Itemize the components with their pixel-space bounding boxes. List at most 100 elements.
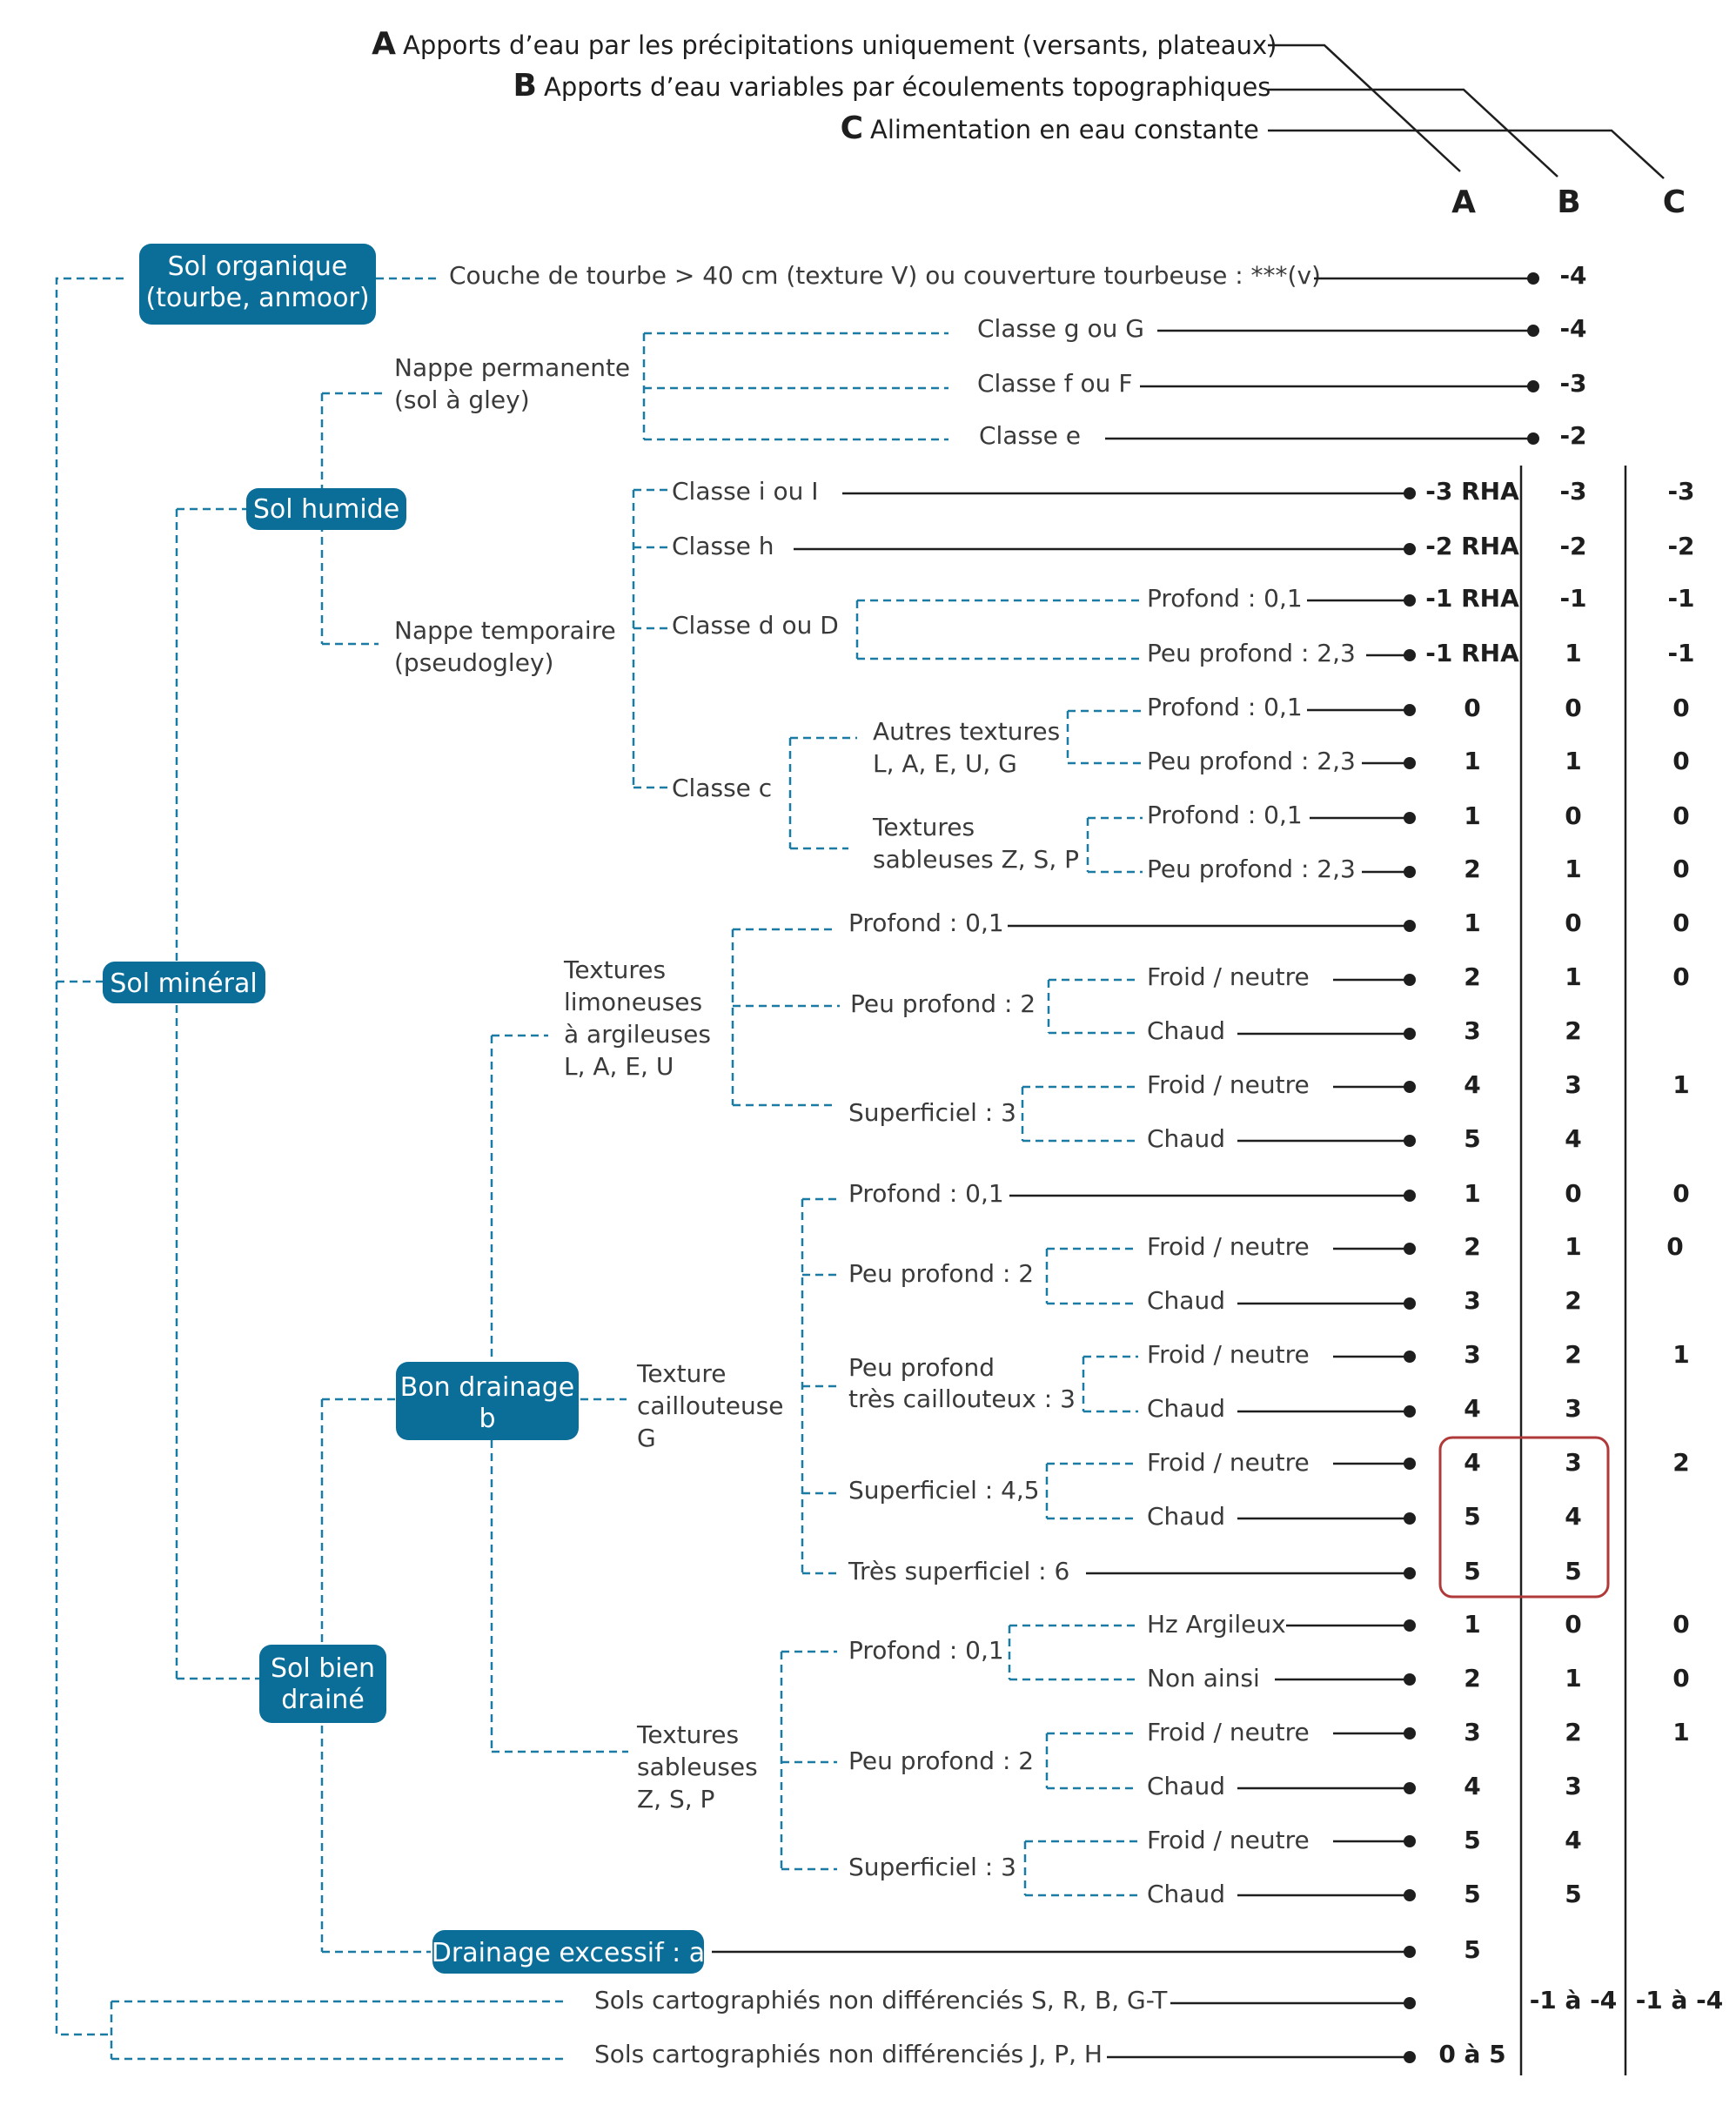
highlight-rectangle [1438,1436,1610,1599]
row-limoneuses-superficiel-chaud: Chaud 5 4 [1147,1124,1582,1153]
value-b: 2 [1565,1286,1581,1315]
legend-a-text: Apports d’eau par les précipitations uni… [403,30,1277,60]
row-label: Classe g ou G [977,314,1144,343]
row-label: Chaud [1147,1880,1225,1908]
row-label: Froid / neutre [1147,1070,1310,1099]
value-a: -3 RHA [1425,477,1519,506]
legend-a-connector [1268,44,1461,172]
row-label: Classe f ou F [977,369,1132,398]
row-classe-f: Classe f ou F -3 [977,369,1587,398]
row-limoneuses-superficiel-froid: Froid / neutre 4 3 1 [1147,1070,1690,1099]
row-label: Profond : 0,1 [1147,801,1303,829]
box-sol-mineral: Sol minéral [103,962,265,1003]
value-b: 4 [1565,1502,1581,1531]
value-b: 5 [1565,1880,1581,1908]
box-sol-humide-label: Sol humide [253,494,399,525]
label-autres-textures-1: Autres textures [873,717,1060,746]
row-limoneuses-profond: Profond : 0,1 1 0 0 [848,908,1690,937]
label-classe-d: Classe d ou D [672,611,839,640]
value-a: 3 [1464,1286,1480,1315]
value-a: 2 [1464,962,1480,991]
label-sableuses-superficiel: Superficiel : 3 [848,1853,1016,1881]
row-tres-caillouteux-chaud: Chaud 4 3 [1147,1394,1582,1423]
row-sableuses-non-ainsi: Non ainsi 2 1 0 [1147,1664,1690,1693]
row-label: Profond : 0,1 [1147,584,1303,613]
value-c: 0 [1672,1179,1689,1208]
row-label: Classe i ou I [672,477,819,506]
row-label: Froid / neutre [1147,1448,1310,1477]
row-label: Classe h [672,532,774,560]
legend-b-text: Apports d’eau variables par écoulements … [544,72,1270,102]
value-b: 0 [1565,1179,1581,1208]
value-b: 3 [1565,1394,1581,1423]
label-textures-limoneuses-2: limoneuses [564,988,702,1016]
label-sableuses-peu-profond: Peu profond : 2 [848,1746,1034,1775]
value-c: 0 [1672,747,1689,775]
legend-b-connector [1268,88,1558,178]
row-classe-c-sableuses-profond: Profond : 0,1 1 0 0 [1147,801,1690,830]
value-c: -1 à -4 [1636,1986,1724,2014]
value-b: -1 [1559,584,1586,613]
row-limoneuses-peu-profond-froid: Froid / neutre 2 1 0 [1147,962,1690,991]
row-label: Hz Argileux [1147,1610,1286,1639]
row-label: Non ainsi [1147,1664,1260,1693]
value-c: 0 [1672,801,1689,830]
box-sol-bien-draine: Sol bien drainé [259,1645,386,1723]
row-sols-jph: Sols cartographiés non différenciés J, P… [594,2040,1506,2068]
row-label: Profond : 0,1 [848,1179,1004,1208]
label-nappe-permanente-2: (sol à gley) [394,385,530,414]
value-b: 3 [1565,1448,1581,1477]
value-c: 0 [1672,1664,1689,1693]
row-classe-c-autres-profond: Profond : 0,1 0 0 0 [1147,693,1690,722]
value-a: 3 [1464,1016,1480,1045]
value-a: 4 [1464,1070,1480,1099]
label-caillouteuse-superficiel: Superficiel : 4,5 [848,1476,1040,1505]
row-drainage-excessif: 5 [712,1935,1481,1964]
row-label: Froid / neutre [1147,1340,1310,1369]
value-a: 5 [1464,1880,1480,1908]
value-b: 2 [1565,1016,1581,1045]
label-textures-limoneuses-3: à argileuses [564,1020,711,1049]
row-sableuses-superficiel-chaud: Chaud 5 5 [1147,1880,1582,1908]
row-classe-d-peu-profond: Peu profond : 2,3 -1 RHA 1 -1 [1147,639,1695,667]
row-label: Sols cartographiés non différenciés J, P… [594,2040,1103,2068]
row-label: Peu profond : 2,3 [1147,747,1356,775]
value-c: 0 [1672,1610,1689,1639]
value-a: -1 RHA [1425,639,1519,667]
label-textures-sableuses-1: Textures [872,813,975,841]
value-a: 4 [1464,1448,1480,1477]
box-sol-mineral-label: Sol minéral [110,969,257,999]
value-b: 4 [1565,1124,1581,1153]
value-b: -4 [1559,314,1586,343]
row-classe-g: Classe g ou G -4 [977,314,1587,343]
row-caillouteuse-superficiel-froid: Froid / neutre 4 3 2 [1147,1448,1690,1477]
row-label: Chaud [1147,1772,1225,1800]
row-caillouteuse-profond: Profond : 0,1 1 0 0 [848,1179,1690,1208]
value-c: 0 [1672,962,1689,991]
label-peu-profond-caill-2: très caillouteux : 3 [848,1384,1076,1413]
box-sol-bien-draine-line1: Sol bien [271,1653,375,1684]
row-label: Peu profond : 2,3 [1147,639,1356,667]
value-a: 0 [1464,694,1480,722]
column-a-header: A [1451,184,1476,220]
row-sableuses-peu-profond-froid: Froid / neutre 3 2 1 [1147,1718,1690,1746]
label-textures-sableuses-b-1: Textures [636,1720,739,1749]
value-a: 4 [1464,1394,1480,1423]
row-caillouteuse-superficiel-chaud: Chaud 5 4 [1147,1502,1582,1531]
legend-c-connector [1268,129,1665,179]
label-tourbe: Couche de tourbe > 40 cm (texture V) ou … [449,261,1321,290]
box-sol-humide: Sol humide [246,488,406,530]
value-a: 1 [1464,801,1480,830]
value-b: 0 [1565,908,1581,937]
value-a: 4 [1464,1772,1480,1800]
value-c: 0 [1672,908,1689,937]
value-b: -2 [1559,532,1586,560]
label-textures-sableuses-b-3: Z, S, P [637,1785,714,1813]
value-b: 0 [1565,801,1581,830]
value-b: 0 [1565,694,1581,722]
label-limoneuses-superficiel: Superficiel : 3 [848,1098,1016,1127]
value-b: 2 [1565,1718,1581,1746]
value-b: -4 [1559,261,1586,290]
box-sol-organique-line2: (tourbe, anmoor) [145,283,369,313]
value-a: 2 [1464,855,1480,883]
